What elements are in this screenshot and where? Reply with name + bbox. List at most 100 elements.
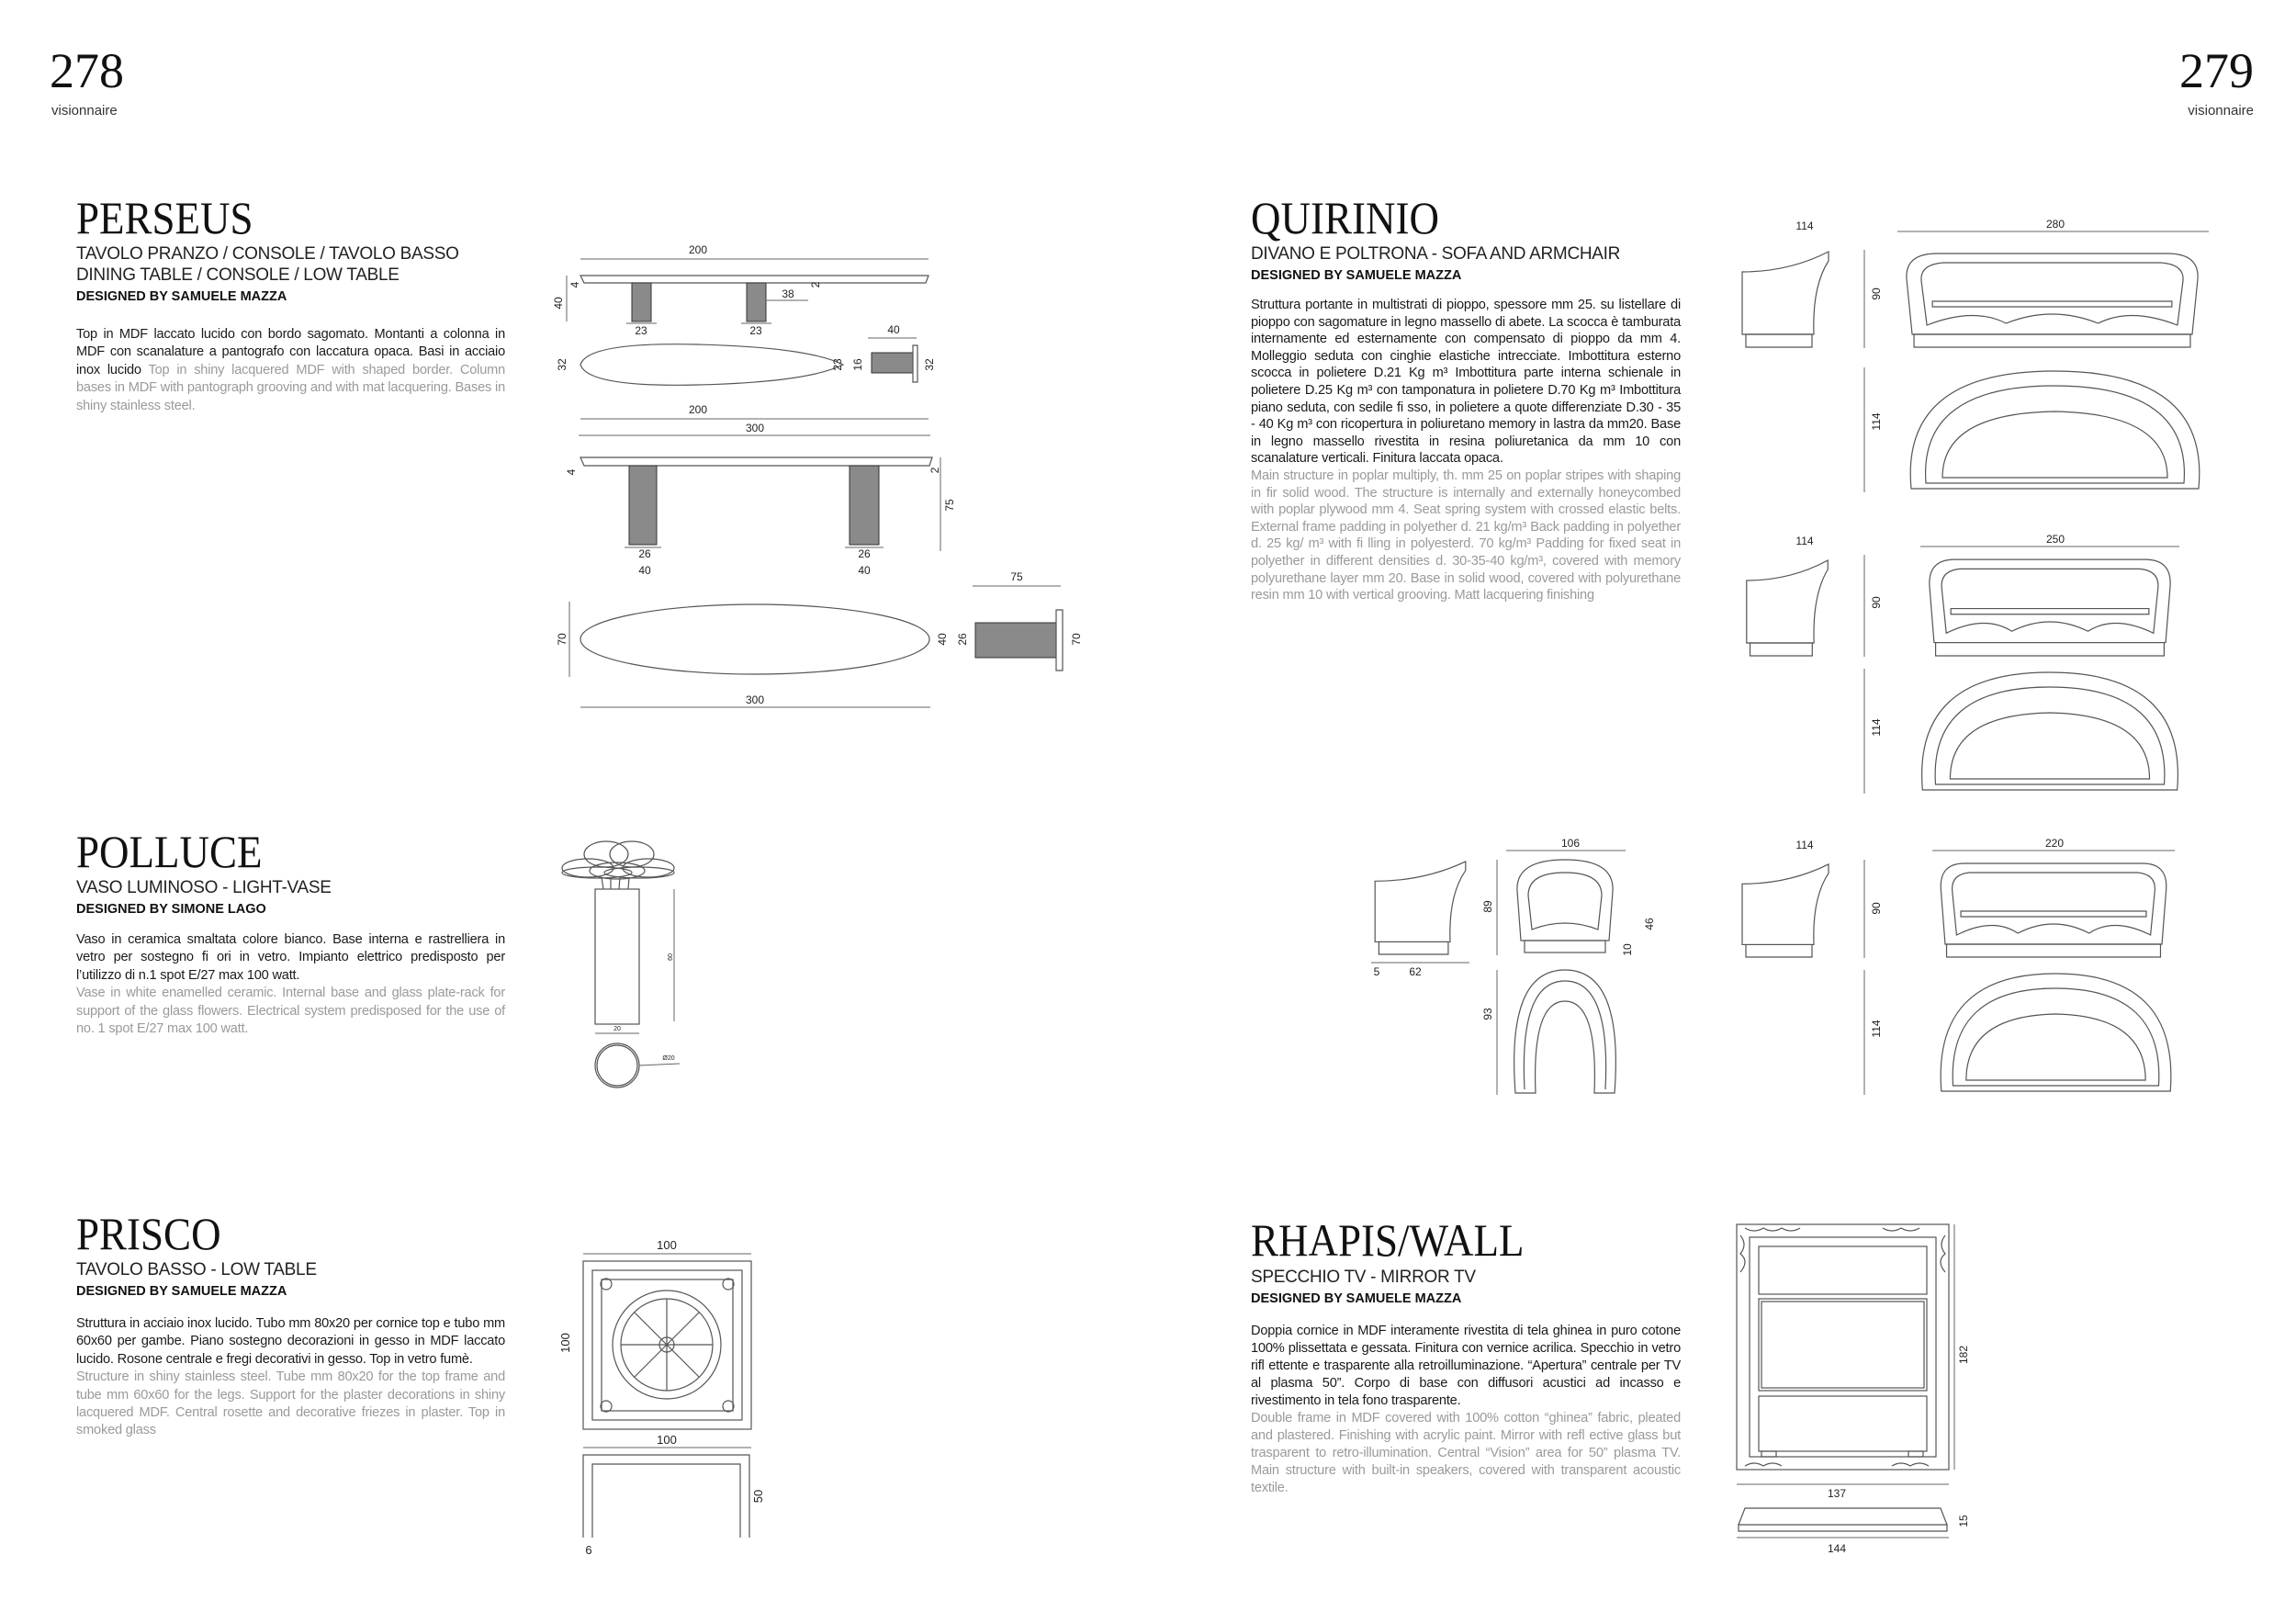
- product-designer: DESIGNED BY SIMONE LAGO: [76, 902, 266, 917]
- sofa-top-view: [1940, 973, 2172, 1092]
- mirror-bottom-panel: [1758, 1395, 1928, 1452]
- tabletop-oval-200: [580, 344, 845, 386]
- vase-top-view: [594, 1043, 640, 1088]
- product-title: PRISCO: [76, 1208, 221, 1259]
- dim-label: 23: [831, 358, 844, 371]
- description-italian: Doppia cornice in MDF interamente rivest…: [1251, 1324, 1681, 1408]
- dim-label: 2: [809, 281, 822, 287]
- dim-label: 26: [858, 547, 871, 560]
- dim-label: 26: [956, 633, 969, 646]
- dim-label: 100: [657, 1238, 677, 1252]
- dim-label: 26: [638, 547, 651, 560]
- sofa-side-view: [1741, 251, 1829, 348]
- quirinio-sofa-220: 114 220 90 114: [1741, 837, 2175, 1095]
- dim-label: 250: [2046, 533, 2065, 546]
- dim-label: 114: [1870, 1020, 1883, 1037]
- right-brand: visionnaire: [2188, 103, 2254, 118]
- quirinio-sofa-280: 114 280 90 114: [1741, 218, 2209, 492]
- perseus-drawings: 200 23 23 38 40 4 2 32 200 40 23 16 32 3…: [552, 243, 1083, 708]
- armchair-front-view: [1516, 859, 1614, 953]
- dim-label: 300: [746, 693, 764, 706]
- dim-label: 46: [1643, 918, 1656, 930]
- base-unit: [1738, 1507, 1948, 1532]
- tv-vision-area: [1758, 1298, 1928, 1392]
- armchair-side-view: [1374, 861, 1467, 955]
- dim-label: 90: [1870, 596, 1883, 609]
- dim-label: 200: [689, 243, 707, 256]
- dim-label: 100: [657, 1433, 677, 1447]
- vase-body: [594, 888, 640, 1025]
- dim-label: 40: [936, 633, 949, 646]
- dim-label: 50: [751, 1490, 765, 1503]
- dim-label: 60: [668, 953, 674, 961]
- dim-label: 200: [689, 403, 707, 416]
- product-description: Struttura portante in multistrati di pio…: [1251, 297, 1681, 604]
- dim-label: 114: [1795, 220, 1813, 232]
- dim-label: 75: [1010, 570, 1023, 583]
- description-italian: Struttura portante in multistrati di pio…: [1251, 298, 1681, 467]
- dim-label: 89: [1481, 900, 1494, 913]
- sofa-top-view: [1921, 671, 2178, 791]
- dim-label: 23: [635, 324, 647, 337]
- dim-label: 137: [1828, 1487, 1846, 1500]
- sofa-front-view: [1940, 862, 2167, 958]
- sofa-side-view: [1741, 863, 1829, 958]
- dim-label: 220: [2045, 837, 2064, 850]
- product-designer: DESIGNED BY SAMUELE MAZZA: [1251, 268, 1462, 283]
- dim-label: 144: [1828, 1542, 1846, 1555]
- prisco-drawings: 100 100 100 50 6: [558, 1238, 765, 1557]
- product-designer: DESIGNED BY SAMUELE MAZZA: [76, 1284, 287, 1299]
- dim-label: 182: [1957, 1346, 1970, 1364]
- column-base: [628, 465, 658, 546]
- dim-label: 100: [558, 1333, 572, 1353]
- description-english: Vase in white enamelled ceramic. Interna…: [76, 986, 505, 1037]
- product-designer: DESIGNED BY SAMUELE MAZZA: [1251, 1291, 1462, 1306]
- product-subtitle: VASO LUMINOSO - LIGHT-VASE: [76, 878, 332, 897]
- dim-label: 300: [746, 422, 764, 434]
- dim-label: 114: [1795, 839, 1813, 851]
- dim-label: 90: [1870, 902, 1883, 915]
- description-english: Structure in shiny stainless steel. Tube…: [76, 1369, 505, 1438]
- table-top-view: [582, 1260, 752, 1430]
- column-base: [631, 282, 652, 322]
- speaker: [1761, 1450, 1777, 1458]
- dim-label: 10: [1621, 943, 1634, 956]
- dim-label: 75: [943, 499, 956, 512]
- speaker: [1908, 1450, 1924, 1458]
- dim-label: 62: [1409, 965, 1422, 978]
- mirror-frame: [1736, 1223, 1950, 1471]
- dining-side-view: [974, 622, 1057, 659]
- dim-label: 114: [1870, 412, 1883, 430]
- dim-label: 40: [552, 297, 565, 310]
- dim-label: Ø20: [662, 1055, 674, 1062]
- quirinio-sofa-250: 114 250 90 114: [1746, 533, 2179, 794]
- dim-label: 70: [556, 633, 568, 646]
- left-page-number: 278: [50, 43, 124, 98]
- dim-label: 5: [1374, 965, 1380, 978]
- description-english: Double frame in MDF covered with 100% co…: [1251, 1411, 1681, 1495]
- polluce-drawings: 60 20 Ø20: [561, 840, 681, 1088]
- product-description: Struttura in acciaio inox lucido. Tubo m…: [76, 1315, 505, 1440]
- dim-label: 15: [1957, 1515, 1970, 1527]
- tabletop-dining: [580, 456, 933, 467]
- sofa-front-view: [1929, 558, 2171, 657]
- glass-flowers: [561, 840, 675, 890]
- dim-label: 40: [887, 323, 900, 336]
- product-description: Top in MDF laccato lucido con bordo sago…: [76, 326, 505, 415]
- armchair-top-view: [1514, 969, 1616, 1094]
- left-brand: visionnaire: [51, 103, 118, 118]
- sofa-side-view: [1746, 559, 1829, 657]
- product-subtitle-it: TAVOLO PRANZO / CONSOLE / TAVOLO BASSO: [76, 244, 459, 264]
- dim-label: 23: [749, 324, 762, 337]
- product-title: POLLUCE: [76, 826, 263, 877]
- sofa-top-view: [1909, 370, 2200, 490]
- console-side-view: [871, 352, 914, 374]
- quirinio-armchair: 106 5 62 89 10 46 93: [1371, 837, 1656, 1095]
- dim-label: 20: [613, 1026, 621, 1032]
- right-page-number: 279: [2179, 43, 2254, 98]
- dim-label: 32: [556, 358, 568, 371]
- dim-label: 40: [858, 564, 871, 577]
- description-italian: Struttura in acciaio inox lucido. Tubo m…: [76, 1316, 505, 1367]
- dim-label: 93: [1481, 1008, 1494, 1020]
